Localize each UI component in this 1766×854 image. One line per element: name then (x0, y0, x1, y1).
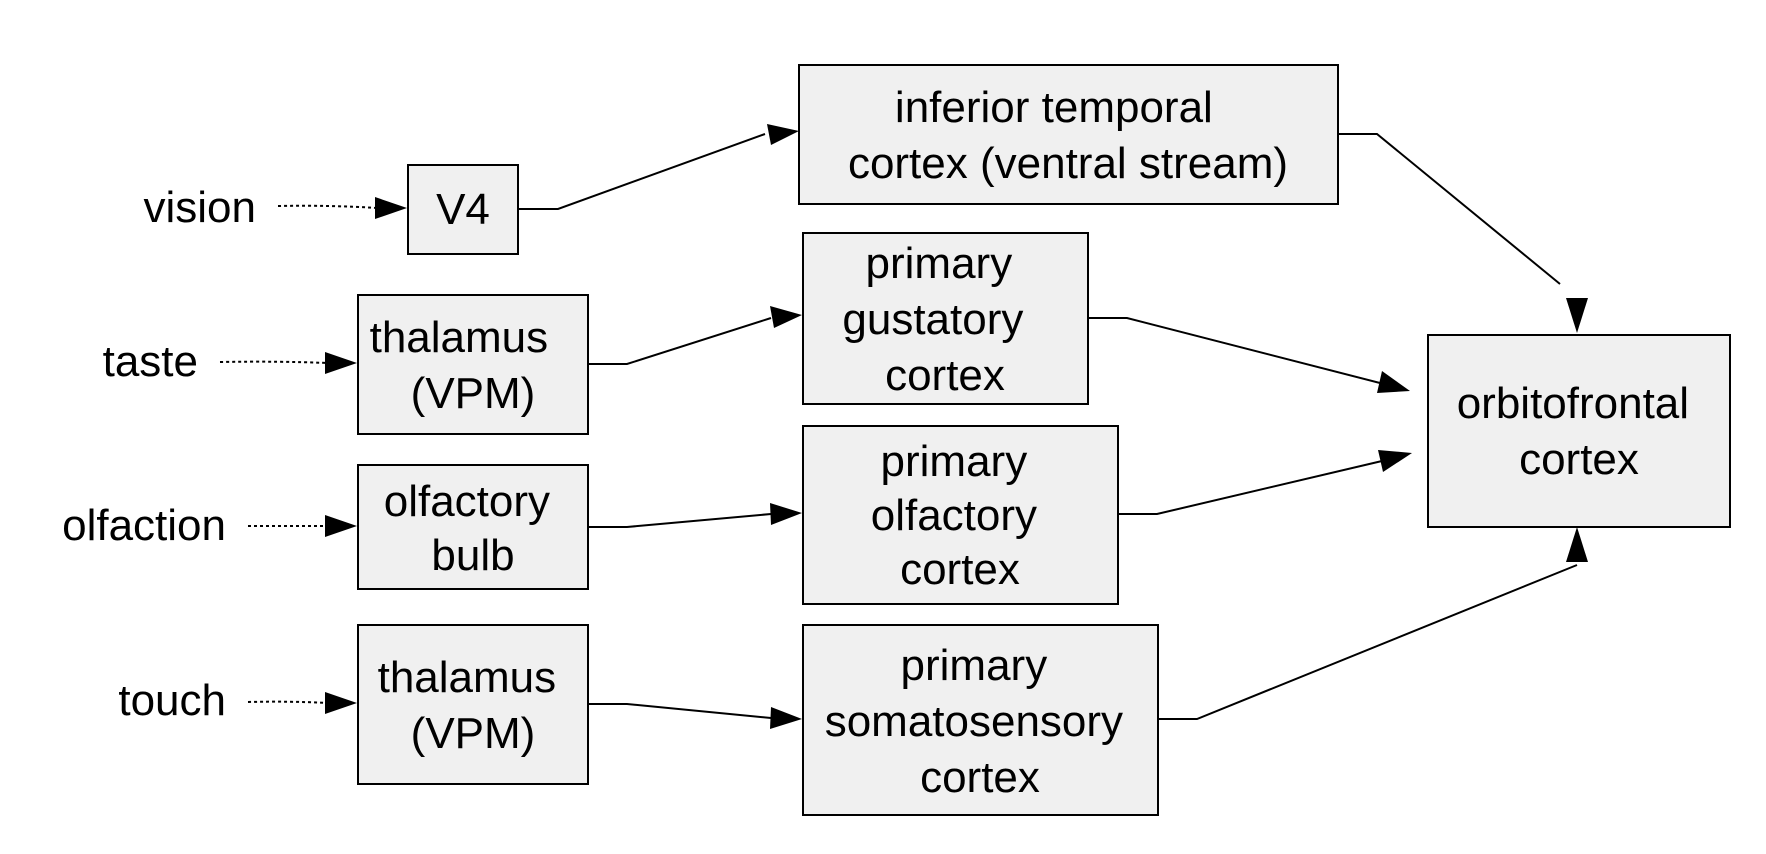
node-thalamus-vpm-taste: thalamus (VPM) (357, 294, 589, 435)
edge-olfactory-bulb-to-olfactory-cortex (588, 503, 802, 528)
svg-text:thalamus (VPM): thalamus (VPM) (370, 313, 561, 418)
input-label-taste: taste (103, 337, 198, 386)
node-primary-somatosensory-cortex: primary somatosensory cortex (802, 624, 1159, 816)
node-somatosensory-line-1: primary (901, 641, 1048, 690)
edge-olfaction-to-olfactory-bulb (248, 515, 357, 537)
edge-thalamus-to-somatosensory (588, 703, 802, 729)
node-thalamus-touch-line-2: (VPM) (411, 709, 536, 758)
input-label-vision: vision (144, 183, 257, 232)
svg-text:V4: V4 (436, 185, 490, 234)
edge-gustatory-to-orbitofrontal (1088, 317, 1410, 393)
svg-text:inferior temporal cortex: inferior temporal cortex (ventral stream… (848, 83, 1288, 188)
edge-touch-to-thalamus (247, 692, 357, 714)
node-olfactory-cortex-line-3: cortex (900, 545, 1020, 594)
svg-text:thalamus (VPM): thalamus (VPM) (378, 653, 569, 758)
edge-inferior-temporal-to-orbitofrontal (1338, 133, 1588, 333)
node-somatosensory-line-3: cortex (920, 753, 1040, 802)
input-label-olfaction: olfaction (62, 501, 226, 550)
edge-vision-to-v4 (277, 197, 407, 219)
svg-text:primary olfactory: primary olfactory cortex (871, 437, 1050, 594)
node-olfactory-bulb: olfactory bulb (357, 464, 589, 590)
node-thalamus-touch-line-1: thalamus (378, 653, 557, 702)
edge-taste-to-thalamus (219, 352, 357, 374)
node-gustatory-line-1: primary (866, 239, 1013, 288)
node-thalamus-vpm-touch: thalamus (VPM) (357, 624, 589, 785)
svg-text:primary gustatory: primary gustatory cortex (842, 239, 1035, 400)
svg-text:orbitofrontal cortex: orbitofrontal cortex (1457, 379, 1702, 484)
node-thalamus-taste-line-2: (VPM) (411, 369, 536, 418)
node-gustatory-line-2: gustatory (842, 295, 1023, 344)
edge-thalamus-to-gustatory (588, 306, 802, 365)
node-gustatory-line-3: cortex (885, 351, 1005, 400)
input-label-touch: touch (118, 676, 226, 725)
node-orbitofrontal-line-1: orbitofrontal (1457, 379, 1689, 428)
node-olfactory-cortex-line-2: olfactory (871, 491, 1037, 540)
node-primary-gustatory-cortex: primary gustatory cortex (802, 232, 1089, 405)
edge-somatosensory-to-orbitofrontal (1158, 527, 1588, 720)
node-olfactory-bulb-line-1: olfactory (384, 477, 550, 526)
node-olfactory-cortex-line-1: primary (881, 437, 1028, 486)
svg-text:primary somatosensory: primary somatosensory cortex (825, 641, 1136, 802)
node-thalamus-taste-line-1: thalamus (370, 313, 549, 362)
node-inferior-temporal-line-1: inferior temporal (895, 83, 1213, 132)
node-primary-olfactory-cortex: primary olfactory cortex (802, 425, 1119, 605)
svg-text:olfactory bulb: olfactory bulb (384, 477, 563, 580)
node-inferior-temporal-line-2: cortex (ventral stream) (848, 139, 1288, 188)
node-v4-line-1: V4 (436, 185, 490, 234)
node-somatosensory-line-2: somatosensory (825, 697, 1123, 746)
edge-v4-to-inferior-temporal (518, 124, 799, 210)
node-orbitofrontal-line-2: cortex (1519, 435, 1639, 484)
node-olfactory-bulb-line-2: bulb (431, 531, 514, 580)
node-orbitofrontal-cortex: orbitofrontal cortex (1427, 334, 1731, 528)
node-v4: V4 (407, 164, 519, 255)
node-inferior-temporal-cortex: inferior temporal cortex (ventral stream… (798, 64, 1339, 205)
edge-olfactory-cortex-to-orbitofrontal (1118, 450, 1412, 515)
